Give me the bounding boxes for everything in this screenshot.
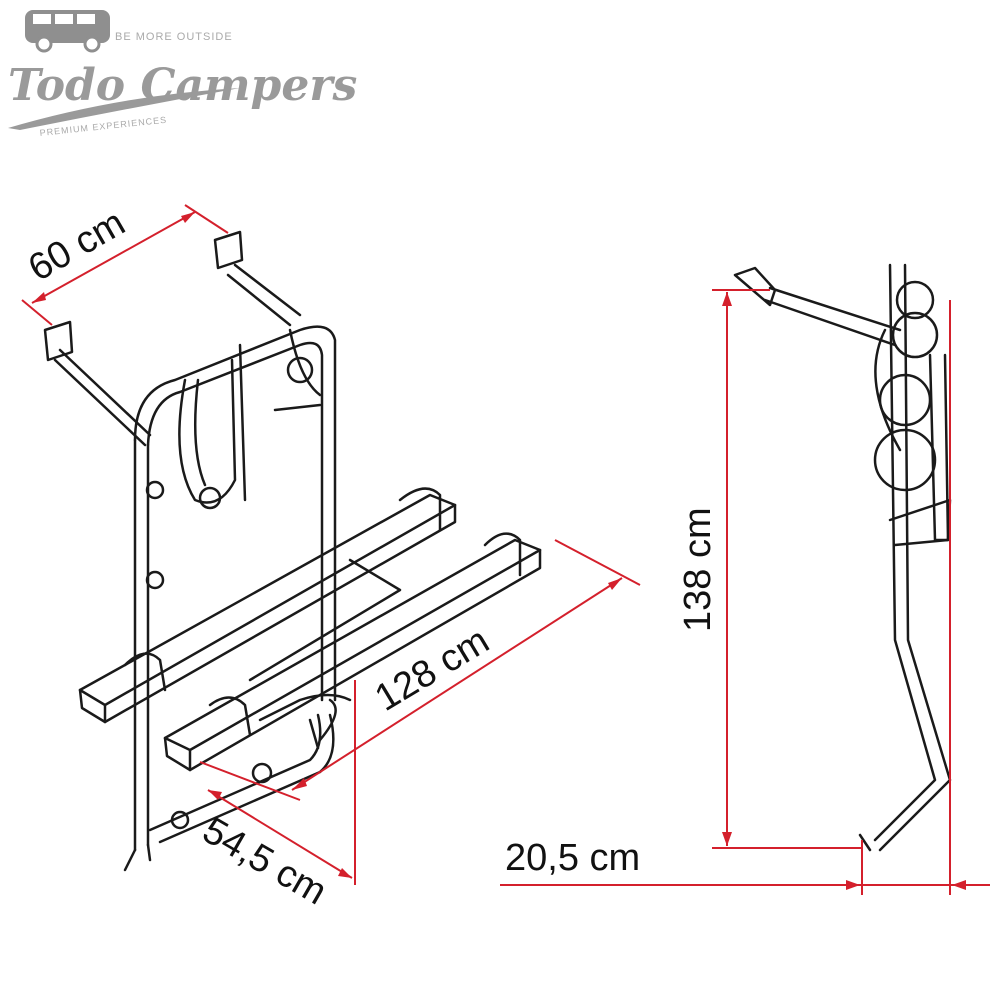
dimension-138cm: [712, 289, 862, 849]
label-60cm: 60 cm: [22, 202, 133, 290]
logo: BE MORE OUTSIDE Todo Campers PREMIUM EXP…: [8, 10, 357, 138]
dimension-20-5cm: [500, 300, 990, 895]
dimension-54-5cm: [207, 680, 356, 885]
bike-rack-front-view: [43, 230, 542, 872]
label-20-5cm: 20,5 cm: [505, 837, 640, 879]
logo-swoosh: [8, 88, 240, 130]
dimension-128cm: [199, 539, 641, 801]
label-128cm: 128 cm: [368, 620, 496, 720]
camper-van-icon: [25, 10, 110, 53]
dimension-lines: [21, 204, 990, 895]
logo-tagline: BE MORE OUTSIDE: [115, 31, 233, 43]
dimension-60cm: [21, 204, 229, 326]
logo-brand: Todo Campers: [8, 60, 357, 111]
bike-rack-side-view: [733, 263, 952, 852]
label-138cm: 138 cm: [677, 507, 719, 632]
